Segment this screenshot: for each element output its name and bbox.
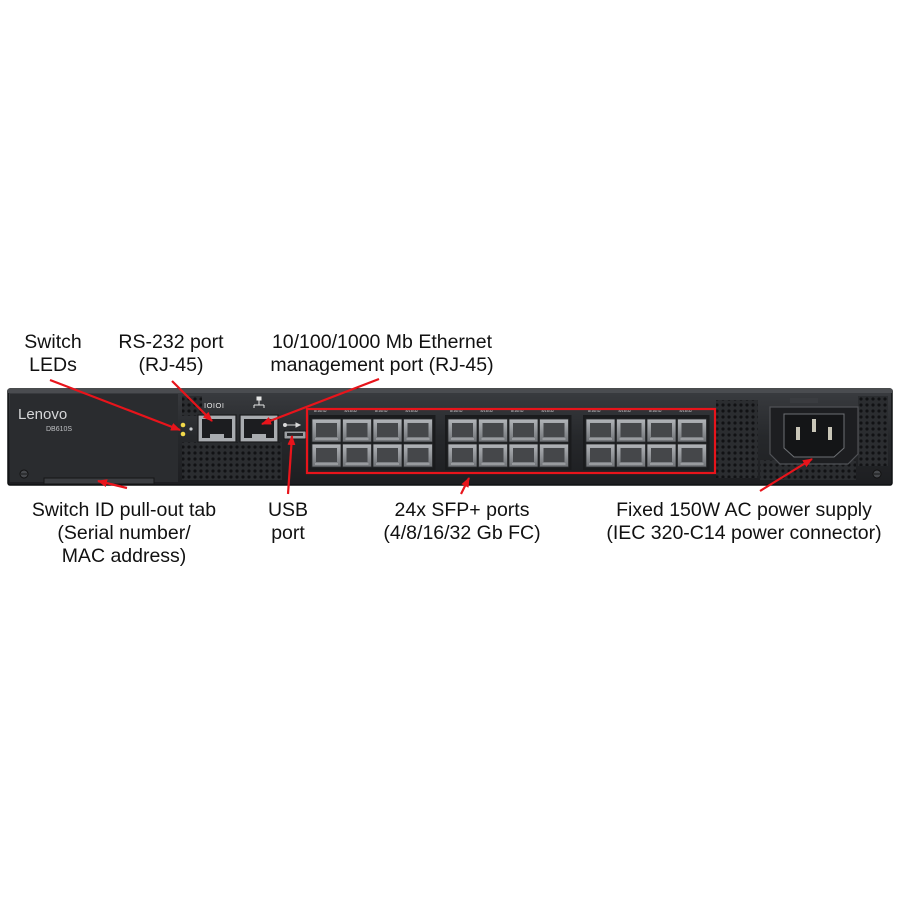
sfp-port-23[interactable] [677,418,707,443]
label-pullout-line1: Switch ID pull-out tab [31,499,217,521]
arrow-ethernet [261,377,380,426]
sfp-port-label: 8/16/32 [375,409,388,413]
usb-port[interactable] [283,430,307,440]
iec-c14-power-connector[interactable] [783,413,845,458]
callout-arrows [49,377,813,495]
sfp-port-label: 8/16/32 [619,409,632,413]
sfp-port-9[interactable] [447,418,478,443]
power-pin-right [828,427,832,440]
sfp-port-label: 8/16/32 [345,409,358,413]
sfp-port-10[interactable] [447,443,478,468]
power-pin-center [812,419,816,432]
label-usb-line1: USB [267,499,309,521]
sfp-port-label: 8/16/32 [649,409,662,413]
sfp-port-label: 8/16/32 [314,409,327,413]
network-icon [253,396,265,408]
sfp-port-label: 8/16/32 [406,409,419,413]
label-sfp-line1: 24x SFP+ ports [394,499,530,521]
usb-icon [283,422,302,428]
label-switch-leds-line2: LEDs [29,354,77,376]
sfp-port-22[interactable] [646,443,677,468]
sfp-port-5[interactable] [372,418,403,443]
label-switch-leds: Switch LEDs [24,331,82,377]
sfp-port-24[interactable] [677,443,707,468]
switch-led-1 [180,422,186,428]
sfp-port-15[interactable] [539,418,569,443]
brand-panel [10,394,178,482]
label-pullout-tab: Switch ID pull-out tab (Serial number/ M… [14,499,234,568]
switch-led-3 [189,427,193,431]
rs232-marking: IOIOI [204,401,224,410]
sfp-port-8[interactable] [403,443,433,468]
vent-left [182,442,282,480]
sfp-port-labels: 8/16/32 8/16/32 8/16/32 8/16/32 8/16/32 8/16/… [314,409,692,413]
chassis-top-edge [8,389,892,393]
sfp-port-3[interactable] [342,418,372,443]
power-supply-section [769,398,859,465]
label-power-line1: Fixed 150W AC power supply [616,499,872,521]
sfp-port-label: 8/16/32 [680,409,693,413]
sfp-port-label: 8/16/32 [542,409,555,413]
sfp-port-21[interactable] [646,418,677,443]
label-ethernet-port: 10/100/1000 Mb Ethernet management port … [250,331,514,377]
label-usb-line2: port [271,522,305,544]
sfp-port-17[interactable] [585,418,616,443]
arrow-sfp [460,477,470,495]
sfp-port-2[interactable] [311,443,342,468]
vent-middle [716,400,758,478]
sfp-port-14[interactable] [508,443,539,468]
screw-left [19,469,29,479]
label-usb-port: USB port [258,499,318,545]
arrow-usb [286,435,296,495]
sfp-port-label: 8/16/32 [481,409,494,413]
sfp-port-7[interactable] [403,418,433,443]
arrow-switch-leds [49,378,181,432]
label-pullout-line2: (Serial number/ [57,522,191,544]
arrow-rs232 [171,380,213,422]
sfp-port-1[interactable] [311,418,342,443]
arrow-pullout-tab [97,479,128,490]
brand-logo: Lenovo [18,406,67,423]
arrow-power [759,458,813,492]
label-ethernet-line1: 10/100/1000 Mb Ethernet [271,331,493,353]
sfp-port-18[interactable] [585,443,616,468]
label-power-supply: Fixed 150W AC power supply (IEC 320-C14 … [588,499,900,545]
vent-right [858,396,888,466]
sfp-port-19[interactable] [616,418,646,443]
label-sfp-ports: 24x SFP+ ports (4/8/16/32 Gb FC) [362,499,562,545]
sfp-port-block [309,415,710,470]
rs232-port[interactable] [197,414,237,443]
label-ethernet-line2: management port (RJ-45) [270,354,494,376]
screw-right [872,469,882,479]
sfp-highlight-box [305,407,717,475]
sfp-port-13[interactable] [508,418,539,443]
sfp-port-16[interactable] [539,443,569,468]
label-switch-leds-line1: Switch [24,331,82,353]
sfp-port-label: 8/16/32 [511,409,524,413]
sfp-port-label: 8/16/32 [588,409,601,413]
label-rs232-line2: (RJ-45) [138,354,204,376]
sfp-port-4[interactable] [342,443,372,468]
label-rs232-line1: RS-232 port [118,331,224,353]
sfp-port-12[interactable] [478,443,508,468]
model-label: DB610S [46,426,72,433]
sfp-port-20[interactable] [616,443,646,468]
vent-top-left [182,396,202,416]
label-rs232-port: RS-232 port (RJ-45) [106,331,236,377]
label-pullout-line3: MAC address) [61,545,187,567]
switch-led-2 [180,431,186,437]
sfp-port-6[interactable] [372,443,403,468]
sfp-port-label: 8/16/32 [450,409,463,413]
label-sfp-line2: (4/8/16/32 Gb FC) [383,522,541,544]
label-power-line2: (IEC 320-C14 power connector) [606,522,882,544]
sfp-port-11[interactable] [478,418,508,443]
power-pin-left [796,427,800,440]
